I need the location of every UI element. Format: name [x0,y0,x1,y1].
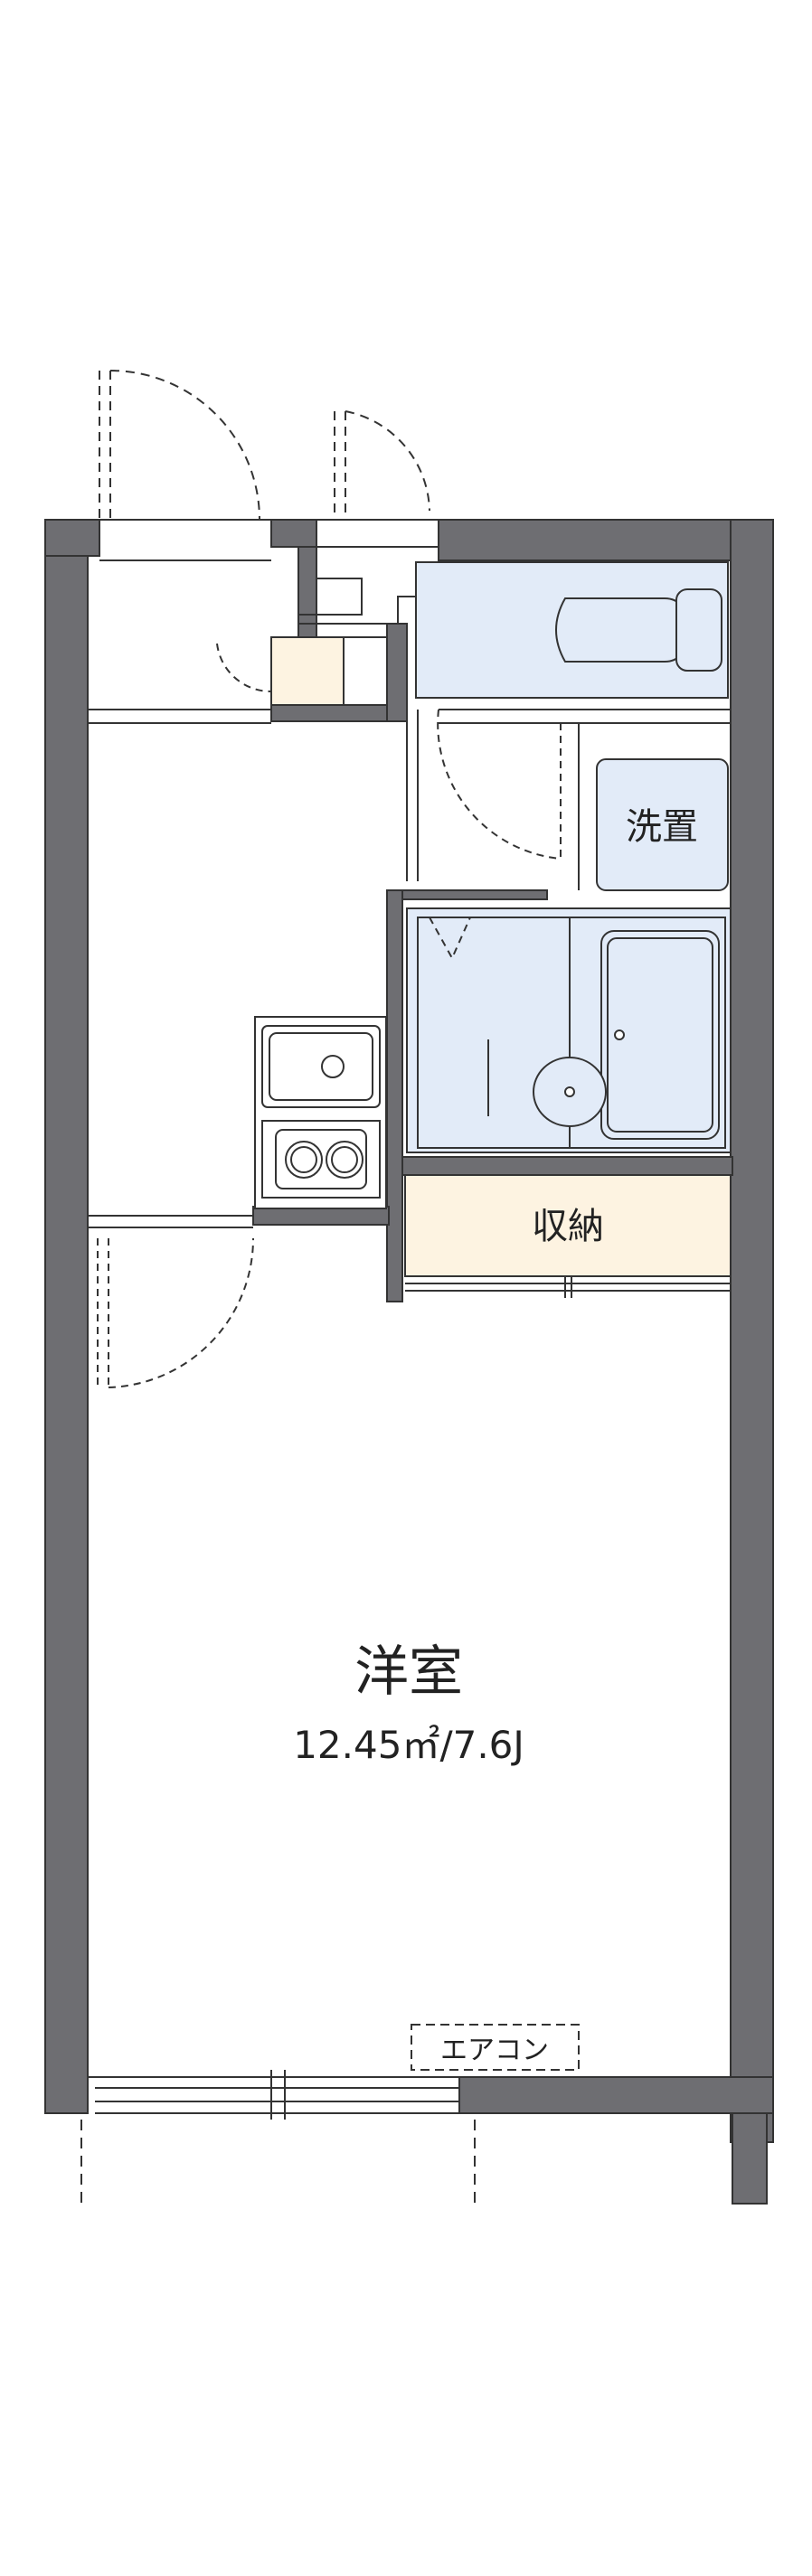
unit-bath [406,907,732,1153]
balcony-window [80,2070,476,2205]
toilet-icon [555,588,722,672]
room-door [88,1215,254,1388]
room-area-label: 12.45㎡/7.6J [293,1723,524,1767]
aircon-label: エアコン [440,2035,549,2066]
toilet-door [406,709,731,890]
shoe-box [270,636,345,706]
shoe-box-side [343,636,388,706]
washer-space [596,758,729,891]
aircon-box [411,2024,580,2071]
washer-label: 洗置 [626,806,698,848]
storage-sliding-door [405,1276,731,1298]
kitchen-counter [254,1016,387,1209]
storage-label: 収納 [532,1206,604,1247]
storage [404,1174,732,1277]
entrance-frame [88,519,439,625]
closet-door-swing [216,643,272,693]
room-name-label: 洋室 [354,1641,463,1704]
entrance-door [99,370,430,521]
